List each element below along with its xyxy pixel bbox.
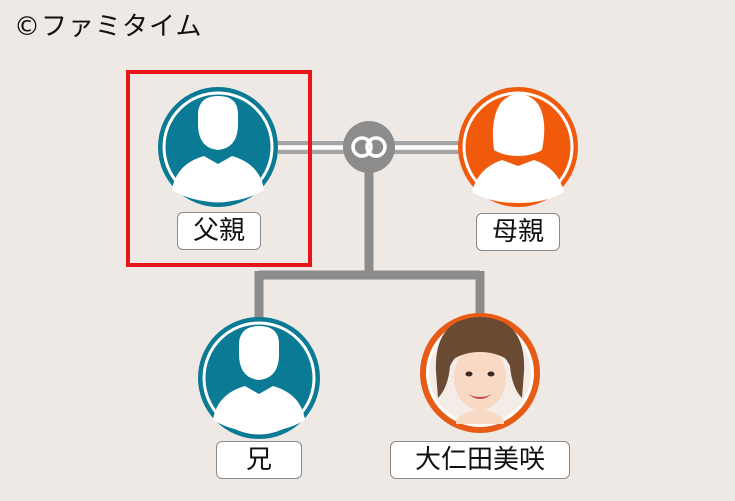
selected-person-highlight [126, 70, 312, 267]
mother-label[interactable]: 母親 [476, 213, 560, 251]
brother-label[interactable]: 兄 [216, 441, 302, 479]
person-female-icon [472, 94, 564, 203]
father-label[interactable]: 父親 [177, 212, 261, 250]
self-avatar[interactable] [420, 313, 540, 433]
rings-icon [343, 121, 395, 173]
father-avatar[interactable] [158, 87, 278, 207]
mother-avatar[interactable] [458, 87, 578, 207]
self-label[interactable]: 大仁田美咲 [390, 441, 570, 479]
person-male-icon [213, 326, 305, 432]
brother-avatar[interactable] [198, 317, 320, 439]
copyright-text: ©ファミタイム [14, 12, 203, 42]
person-male-icon [172, 96, 264, 202]
portrait-photo-icon [429, 317, 531, 424]
